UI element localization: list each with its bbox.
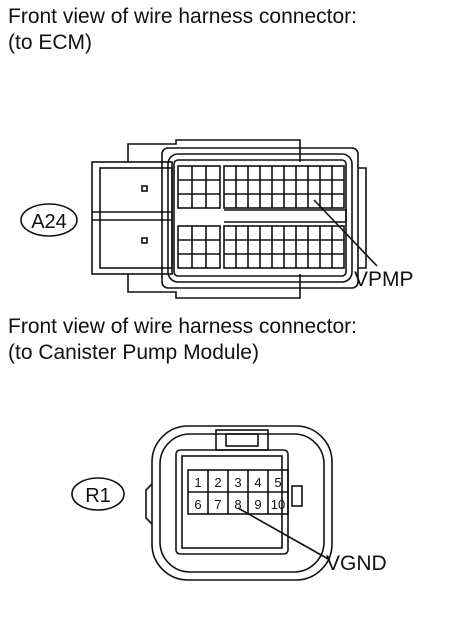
- ecm-left-block-top: [177, 165, 221, 209]
- pin-number: 1: [194, 475, 201, 490]
- pump-lock-tab-inner: [225, 433, 259, 447]
- pump-pin-numbers: 1 2 3 4 5 6 7 8 9 10: [194, 475, 285, 512]
- ecm-latch-inner: [99, 167, 173, 269]
- ecm-latch-mark-bottom: [141, 237, 148, 244]
- ecm-latch-outer: [91, 161, 173, 275]
- pump-pin-grid-lines: [188, 470, 288, 514]
- ecm-latch-divider: [92, 211, 172, 221]
- pin-number: 5: [274, 475, 281, 490]
- ecm-bottom-tab: [127, 274, 301, 299]
- ecm-right-block-bottom-grid: [224, 226, 344, 268]
- ecm-connector: [91, 139, 378, 299]
- pump-lock-tab: [215, 429, 269, 451]
- pin-number: 7: [214, 497, 221, 512]
- pin-number: 2: [214, 475, 221, 490]
- ecm-housing-inner: [167, 153, 353, 283]
- ecm-top-tab: [127, 139, 301, 162]
- ecm-right-rib: [358, 167, 367, 269]
- a24-connector-id: A24: [31, 211, 67, 233]
- pump-cavity-inner: [181, 455, 283, 549]
- ecm-latch-mark-top: [141, 185, 148, 192]
- r1-connector-id: R1: [85, 485, 111, 507]
- pump-left-bump: [145, 483, 153, 525]
- pump-connector: [145, 425, 333, 581]
- pump-caption-line2: (to Canister Pump Module): [8, 341, 259, 364]
- vpmp-leader-line: [313, 199, 378, 267]
- pump-housing-outer: [151, 425, 333, 581]
- vpmp-terminal-label: VPMP: [354, 268, 414, 291]
- ecm-caption-line2: (to ECM): [8, 31, 92, 54]
- pump-right-tab: [291, 485, 303, 507]
- ecm-connector-caption: Front view of wire harness connector: (t…: [8, 4, 357, 56]
- pin-number: 9: [254, 497, 261, 512]
- pump-housing-inner: [159, 433, 325, 573]
- ecm-caption-line1: Front view of wire harness connector:: [8, 5, 357, 28]
- pin-number: 8: [234, 497, 241, 512]
- pin-number: 6: [194, 497, 201, 512]
- pump-caption-line1: Front view of wire harness connector:: [8, 315, 357, 338]
- pin-number: 3: [234, 475, 241, 490]
- r1-callout-oval: [71, 477, 125, 511]
- ecm-left-block-top-grid: [178, 166, 220, 208]
- a24-callout-oval: [20, 203, 78, 237]
- ecm-center-key: [224, 209, 347, 223]
- pump-connector-caption: Front view of wire harness connector: (t…: [8, 314, 357, 366]
- vgnd-leader-line: [237, 507, 331, 561]
- ecm-left-block-bottom-grid: [178, 226, 220, 268]
- ecm-housing-outer: [161, 147, 359, 289]
- pin-number: 4: [254, 475, 261, 490]
- ecm-left-block-bottom: [177, 225, 221, 269]
- vgnd-terminal-label: VGND: [326, 552, 387, 575]
- pin-number: 10: [271, 497, 285, 512]
- ecm-right-block-top-grid: [224, 166, 344, 208]
